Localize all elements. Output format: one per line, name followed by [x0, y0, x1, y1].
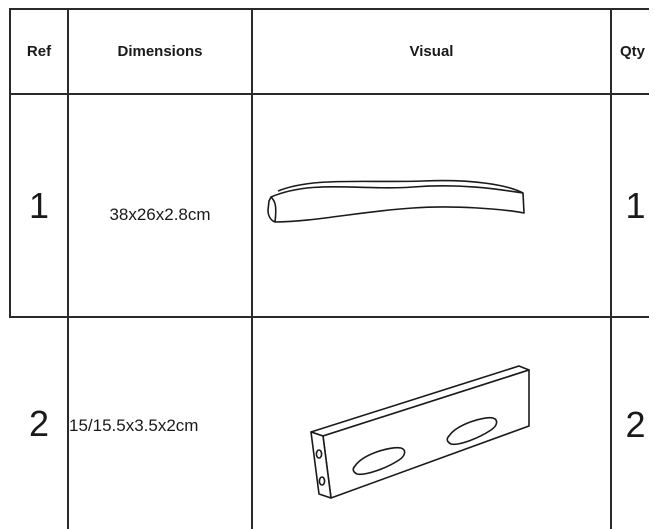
header-dimensions: Dimensions — [117, 43, 203, 60]
header-ref: Ref — [26, 43, 52, 60]
header-visual: Visual — [409, 43, 454, 60]
header-qty: Qty — [620, 43, 646, 60]
row-2-dimensions: 15/15.5x3.5x2cm — [69, 415, 199, 435]
row-2-ref: 2 — [28, 402, 50, 444]
curved-slat-icon — [253, 95, 610, 316]
col-divider-dimensions — [251, 8, 253, 529]
col-divider-ref — [67, 8, 69, 529]
header-bottom-border — [9, 93, 649, 95]
table-top-border — [9, 8, 649, 10]
row-1-bottom-border — [9, 316, 649, 318]
col-divider-visual — [610, 8, 612, 529]
table-left-border — [9, 8, 11, 317]
row-1-dimensions: 38x26x2.8cm — [109, 204, 211, 224]
slotted-bracket-icon — [253, 318, 610, 529]
row-1-ref: 1 — [28, 184, 50, 226]
row-1-qty: 1 — [625, 184, 646, 226]
row-2-qty: 2 — [625, 403, 646, 445]
